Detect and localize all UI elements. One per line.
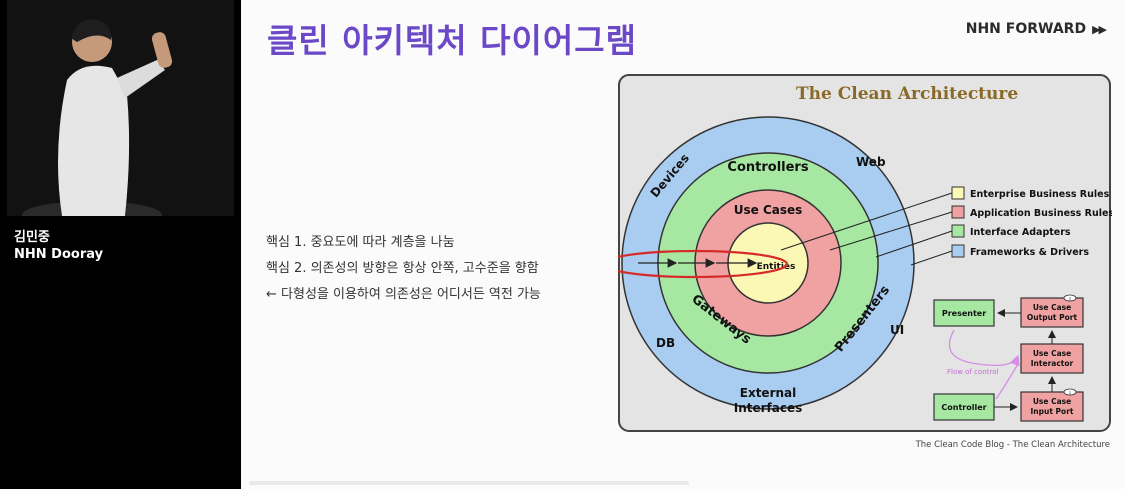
interface-marker (1063, 388, 1077, 396)
output-port-label: Output Port (1027, 313, 1078, 322)
interface-mark: I (1069, 297, 1070, 303)
legend-leader-line (875, 230, 953, 258)
clean-architecture-diagram: The Clean Architecture Devices Web DB UI… (618, 74, 1112, 432)
interactor-label: Interactor (1031, 359, 1074, 368)
bullet-item: 핵심 1. 중요도에 따라 계층을 나눔 (266, 235, 455, 250)
double-play-arrow-icon: ▶▶ (1092, 22, 1107, 36)
slide-title: 클린 아키텍처 다이어그램 (267, 21, 637, 60)
presenter-box (933, 299, 995, 327)
flow-curve (948, 329, 1020, 367)
speaker-figure (7, 0, 234, 216)
brand-logo: NHN FORWARD ▶▶ (965, 21, 1107, 37)
input-port-box (1020, 391, 1084, 422)
controller-box (933, 393, 995, 421)
legend-leader-line (780, 192, 953, 251)
label-entities: Entities (757, 262, 796, 272)
interactor-box (1020, 343, 1084, 374)
label-ui: UI (890, 323, 904, 337)
brand-name: NHN FORWARD (965, 21, 1087, 37)
legend-label: Interface Adapters (970, 227, 1071, 238)
footer-text-blurred (249, 481, 689, 485)
label-external: External (740, 386, 796, 400)
controller-label: Controller (941, 403, 986, 412)
speaker-video (7, 0, 234, 216)
presenter-label: Presenter (942, 309, 986, 318)
flow-curve (995, 363, 1019, 400)
diagram-caption: The Clean Code Blog - The Clean Architec… (915, 440, 1110, 450)
legend-swatch-enterprise (951, 186, 965, 200)
label-use-cases: Use Cases (734, 203, 803, 217)
interface-marker (1063, 294, 1077, 302)
label-db: DB (656, 336, 675, 350)
bullet-item: ← 다형성을 이용하여 의존성은 어디서든 역전 가능 (266, 287, 541, 302)
speaker-name: 김민중 (14, 230, 50, 245)
flow-of-control-diagram: Presenter Use Case Output Port I Use Cas… (933, 294, 1084, 422)
interactor-label: Use Case (1033, 349, 1071, 358)
output-port-label: Use Case (1033, 303, 1071, 312)
legend-label: Enterprise Business Rules (970, 189, 1110, 200)
legend-label: Application Business Rules (970, 208, 1112, 219)
speaker-organization: NHN Dooray (14, 247, 104, 262)
legend-leader-line (910, 250, 953, 266)
label-controllers: Controllers (727, 160, 808, 175)
interface-mark: I (1069, 391, 1070, 397)
output-port-box (1020, 297, 1084, 328)
label-interfaces: Interfaces (734, 401, 803, 415)
legend-swatch-adapters (951, 224, 965, 238)
diagram-title: The Clean Architecture (796, 84, 1018, 104)
input-port-label: Use Case (1033, 397, 1071, 406)
flow-of-control-label: Flow of control (947, 368, 998, 376)
legend: Enterprise Business Rules Application Bu… (951, 186, 1112, 258)
bullet-item: 핵심 2. 의존성의 방향은 항상 안쪽, 고수준을 향함 (266, 261, 539, 276)
legend-label: Frameworks & Drivers (970, 247, 1089, 258)
legend-leader-line (829, 211, 953, 251)
input-port-label: Input Port (1031, 407, 1074, 416)
speaker-panel: 김민중 NHN Dooray (0, 0, 241, 489)
legend-swatch-application (951, 205, 965, 219)
label-web: Web (856, 155, 886, 169)
legend-swatch-frameworks (951, 244, 965, 258)
bullet-list: 핵심 1. 중요도에 따라 계층을 나눔 핵심 2. 의존성의 방향은 항상 안… (266, 230, 541, 308)
highlight-ellipse (618, 249, 789, 279)
